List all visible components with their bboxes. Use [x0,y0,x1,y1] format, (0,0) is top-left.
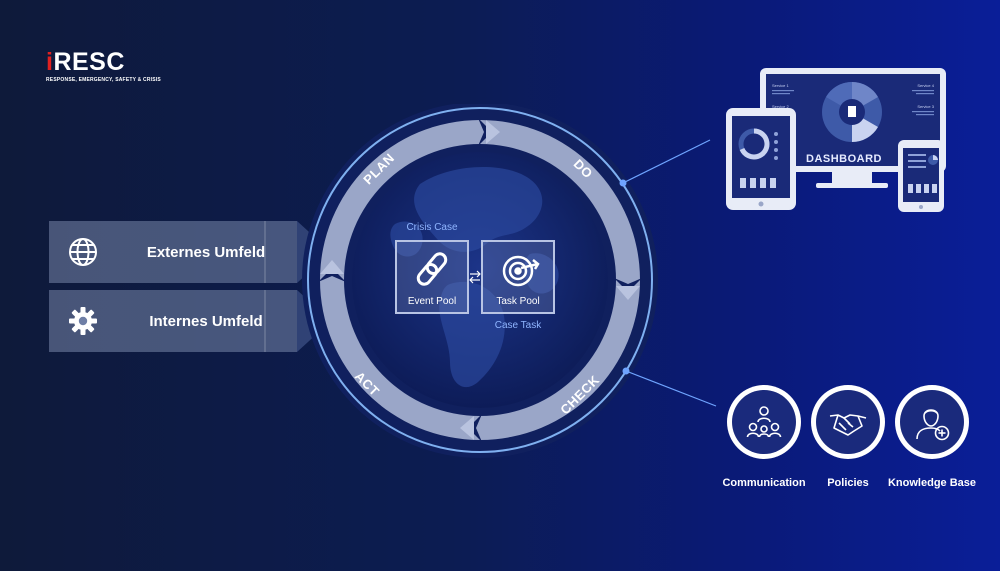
tablet-donut-chart [738,128,770,160]
cycle-chevron-separators [318,118,642,442]
event-pool-label: Event Pool [408,296,456,307]
policies-label: Policies [827,477,869,489]
phone-bars [908,184,937,193]
monitor-stand [816,183,888,188]
service-4-label: Service 4 [917,83,934,88]
task-pool-label: Task Pool [496,296,539,307]
internes-umfeld-label: Internes Umfeld [149,312,263,330]
globe-continents [390,166,559,388]
logo: iRESC RESPONSE, EMERGENCY, SAFETY & CRIS… [46,48,161,84]
gear-icon [69,307,97,335]
cycle-band [320,120,640,440]
handshake-icon [829,414,867,436]
tablet-bars [740,178,776,188]
case-task-label: Case Task [495,320,543,331]
monitor-neck [832,172,872,184]
cycle-arrow-heads [320,120,640,440]
connector-dot-bottom [622,367,630,375]
box-divider [264,221,266,283]
phone-home-button [919,205,923,209]
target-icon [502,255,540,287]
knowledge-base-label: Knowledge Base [887,477,977,489]
chain-link-icon [416,252,448,286]
tablet-home-button [758,201,764,207]
knowledge-base-circle [895,385,969,459]
logo-tagline: RESPONSE, EMERGENCY, SAFETY & CRISIS [46,77,161,83]
service-2-label: Service 2 [772,104,789,109]
communication-label: Communication [722,477,806,489]
person-plus-icon [916,409,950,441]
box-divider [264,290,266,352]
connector-tools [625,370,717,407]
connector-dashboard [622,139,711,184]
connector-dot-top [619,179,627,187]
dashboard-title: DASHBOARD [806,153,882,165]
phone-list-rows [908,154,926,168]
people-network-icon [746,406,782,438]
service-1-label: Service 1 [772,83,789,88]
policies-circle [811,385,885,459]
dashboard-pie [822,81,882,142]
communication-circle [727,385,801,459]
dashboard-illustration: Service 1 Service 2 Service 3 Service 4 … [726,68,946,212]
globe-icon [69,238,97,266]
outer-ring [307,107,653,453]
phone-mini-pie [928,155,938,165]
exchange-arrows-icon [469,270,481,284]
task-pool-box [481,240,555,314]
tablet-list-dots [774,132,778,160]
pdca-cycle-diagram: PLAN DO CHECK ACT Crisis Case Event Pool… [302,104,658,458]
crisis-case-label: Crisis Case [406,222,458,233]
service-3-label: Service 3 [917,104,934,109]
externes-umfeld-label: Externes Umfeld [146,243,266,261]
logo-wordmark: iRESC [46,48,125,76]
externes-umfeld-box: Externes Umfeld [49,221,331,283]
